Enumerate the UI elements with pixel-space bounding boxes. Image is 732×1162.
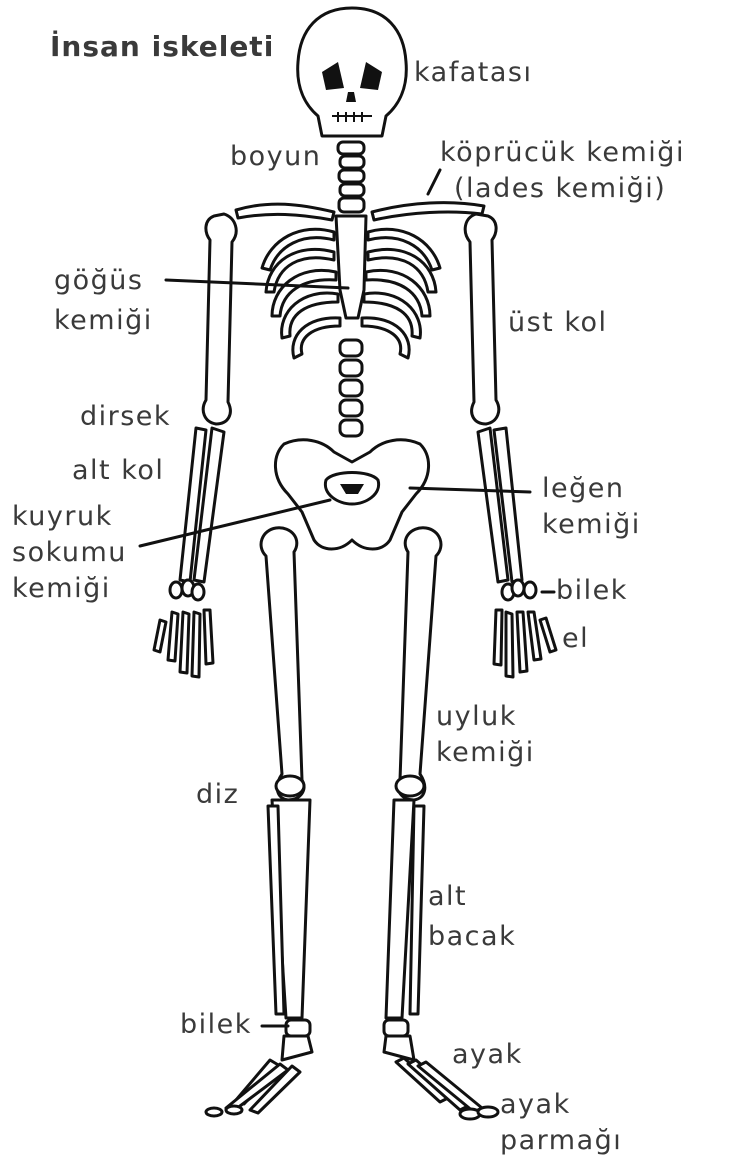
fibula-right [410,806,424,1014]
sternum [336,216,366,318]
hand-left [154,580,213,677]
label-uyluk-line2: kemiği [436,736,535,770]
label-kopruck-line1: köprücük kemiği [440,136,685,170]
kneecap-right [396,776,424,796]
label-kopruck-line2: (lades kemiği) [454,172,666,206]
label-alt-kol: alt kol [72,454,164,488]
hand-right [494,580,556,677]
label-bilek-foot: bilek [180,1008,252,1042]
label-el: el [562,622,589,656]
clavicle-left [236,204,334,220]
diagram-title: İnsan iskeleti [50,30,274,63]
label-kafatasi: kafatası [414,56,532,90]
lumbar-spine [340,340,362,436]
femur-left [261,528,304,800]
ribs-right [362,229,440,358]
kneecap-left [276,776,304,796]
label-bilek-hand: bilek [556,574,628,608]
humerus-left [203,214,236,424]
humerus-right [465,214,499,424]
neck-spine [338,142,364,212]
label-alt-bacak-line1: alt [428,880,467,914]
label-legen-line1: leğen [542,472,624,506]
label-dirsek: dirsek [80,400,171,434]
label-ayak: ayak [452,1038,523,1072]
label-boyun: boyun [230,140,321,174]
label-kuyruk-line1: kuyruk [12,500,113,534]
label-ust-kol: üst kol [508,306,608,340]
label-ayak-parmagi-line2: parmağı [500,1124,622,1158]
femur-right [398,528,441,800]
label-kuyruk-line3: kemiği [12,572,111,606]
pelvis [275,440,428,549]
label-gogus-line2: kemiği [54,304,153,338]
label-alt-bacak-line2: bacak [428,920,516,954]
label-legen-line2: kemiği [542,508,641,542]
label-uyluk-line1: uyluk [436,700,517,734]
label-ayak-parmagi-line1: ayak [500,1088,571,1122]
label-gogus-line1: göğüs [54,264,143,298]
label-diz: diz [196,778,239,812]
ribs-left [262,229,340,358]
skull [298,8,407,136]
label-kuyruk-line2: sokumu [12,536,127,570]
